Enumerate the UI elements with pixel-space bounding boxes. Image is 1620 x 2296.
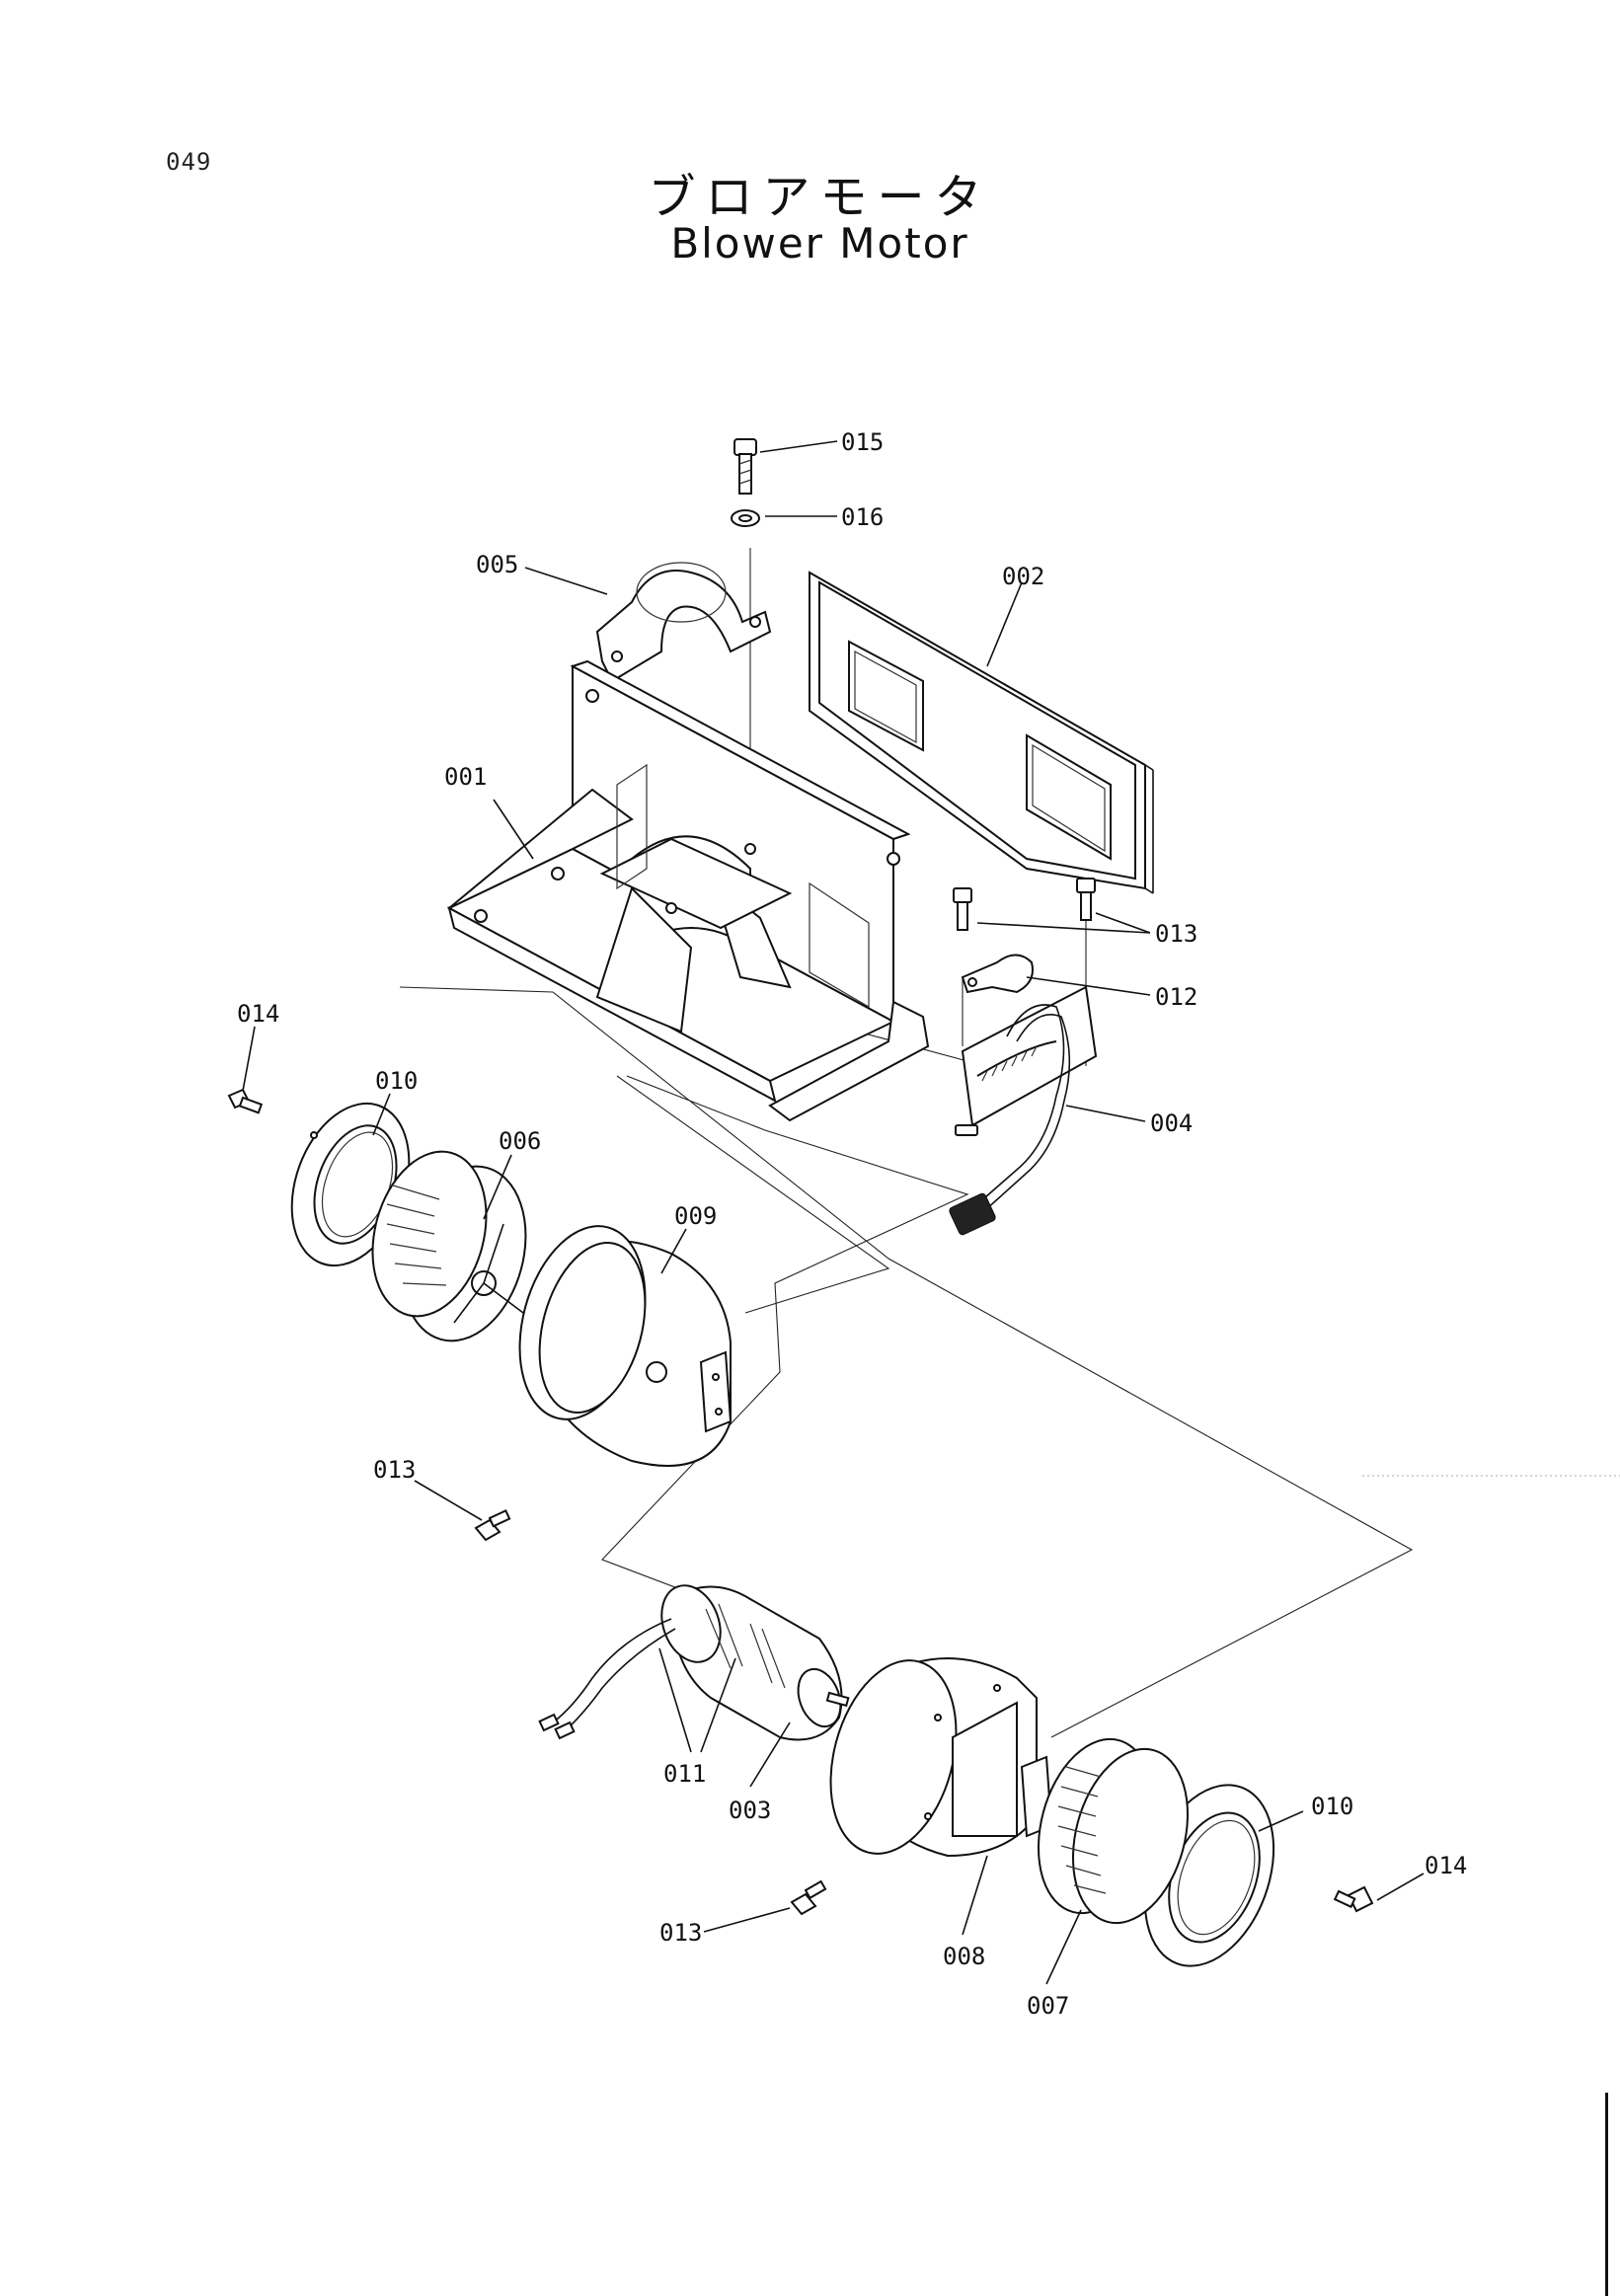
clamp-005: [595, 562, 772, 683]
fan-007: [1037, 1737, 1190, 1925]
callout-014-right: 014: [1425, 1852, 1467, 1879]
callout-003: 003: [729, 1797, 771, 1824]
housing-008: [829, 1657, 1053, 1858]
callout-015: 015: [841, 428, 884, 456]
callout-016: 016: [841, 503, 884, 531]
title-english: Blower Motor: [670, 219, 969, 268]
callout-010-left: 010: [375, 1067, 418, 1095]
callout-labels: 015 016 005 002 001 013 012 004 014 010 …: [237, 428, 1467, 2020]
page-edge-bar: [1605, 2093, 1608, 2296]
screw-013-left: [474, 1509, 511, 1542]
callout-013-upper: 013: [1155, 920, 1197, 948]
callout-010-right: 010: [1311, 1793, 1353, 1820]
resistor-harness-004: [949, 985, 1098, 1236]
screw-014-left: [227, 1088, 264, 1114]
gasket-panel-002: [809, 571, 1154, 894]
callout-001: 001: [444, 763, 487, 791]
title-japanese: ブロアモータ: [648, 170, 992, 225]
callout-013-left: 013: [373, 1456, 416, 1484]
bolt-015: [733, 438, 757, 495]
bracket-001: [446, 659, 930, 1122]
page-number: 049: [166, 148, 212, 176]
callout-013-bottom: 013: [659, 1919, 702, 1947]
callout-014-left: 014: [237, 1000, 279, 1028]
screw-014-right: [1333, 1885, 1374, 1913]
callout-011: 011: [663, 1760, 706, 1788]
callout-006: 006: [499, 1127, 541, 1155]
motor-003: [538, 1584, 850, 1741]
fan-006: [371, 1150, 527, 1342]
screw-013-bottom: [790, 1879, 827, 1916]
callout-007: 007: [1027, 1992, 1069, 2020]
washer-016: [731, 509, 760, 527]
housing-009: [518, 1225, 733, 1467]
callout-008: 008: [943, 1943, 985, 1970]
leader-lines: [242, 440, 1425, 1985]
callout-005: 005: [476, 551, 518, 578]
clip-012: [961, 954, 1034, 994]
callout-004: 004: [1150, 1110, 1193, 1137]
screw-013-upper-left: [953, 887, 972, 931]
screw-013-upper-right: [1076, 878, 1096, 921]
callout-012: 012: [1155, 983, 1197, 1011]
callout-009: 009: [674, 1202, 717, 1230]
callout-002: 002: [1002, 563, 1044, 590]
